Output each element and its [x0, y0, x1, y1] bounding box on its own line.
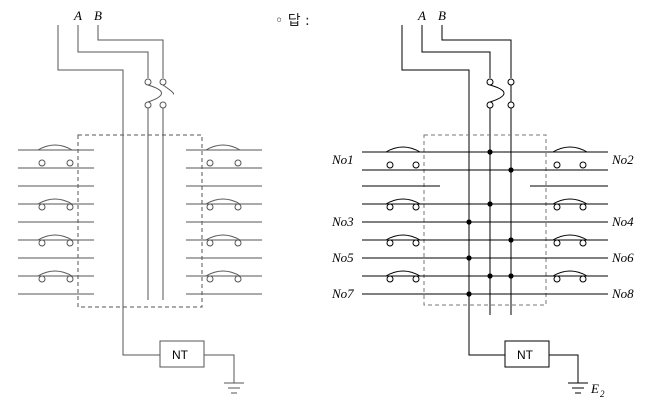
phone-label-no2: No2 — [611, 152, 634, 167]
right-diagram — [362, 25, 608, 394]
right-ground-symbol — [549, 354, 588, 394]
right-main-switch-symbol — [486, 78, 515, 315]
phone-label-no3: No3 — [331, 214, 354, 229]
phone-label-no1: No1 — [331, 152, 354, 167]
left-ground-line — [57, 25, 160, 356]
right-ground-label: E — [590, 381, 599, 396]
right-jacks-right-column — [552, 146, 588, 283]
left-phase-line-a — [77, 25, 149, 78]
left-nt-box — [159, 340, 205, 368]
left-nt-label: NT — [172, 348, 189, 362]
left-phase-line-b — [97, 25, 164, 78]
left-main-switch-symbol — [144, 78, 174, 300]
left-phase-a-label: A — [73, 8, 82, 23]
right-ground-line — [401, 25, 505, 356]
phone-label-no4: No4 — [611, 214, 634, 229]
left-junction-box — [77, 134, 203, 308]
phone-label-no5: No5 — [331, 250, 354, 265]
left-jacks-left-column — [18, 144, 94, 295]
right-nt-label: NT — [517, 348, 534, 362]
right-junction-dots — [466, 149, 514, 297]
answer-marker: ◦ 답 : — [275, 13, 310, 29]
left-phase-b-label: B — [94, 8, 102, 23]
right-jacks-left-column — [385, 146, 421, 283]
right-ground-subscript: 2 — [600, 389, 605, 399]
right-phase-line-a — [421, 25, 491, 78]
right-nt-box — [504, 340, 550, 368]
left-jacks-right-column — [186, 144, 262, 295]
left-ground-symbol — [204, 354, 244, 394]
left-diagram — [18, 25, 262, 394]
phone-label-no6: No6 — [611, 250, 634, 265]
right-horizontal-lines — [362, 151, 608, 295]
phone-label-no7: No7 — [331, 286, 354, 301]
right-phase-line-b — [441, 25, 512, 78]
right-junction-box — [423, 134, 547, 306]
right-phase-a-label: A — [417, 8, 426, 23]
phone-label-no8: No8 — [611, 286, 634, 301]
right-phase-b-label: B — [438, 8, 446, 23]
